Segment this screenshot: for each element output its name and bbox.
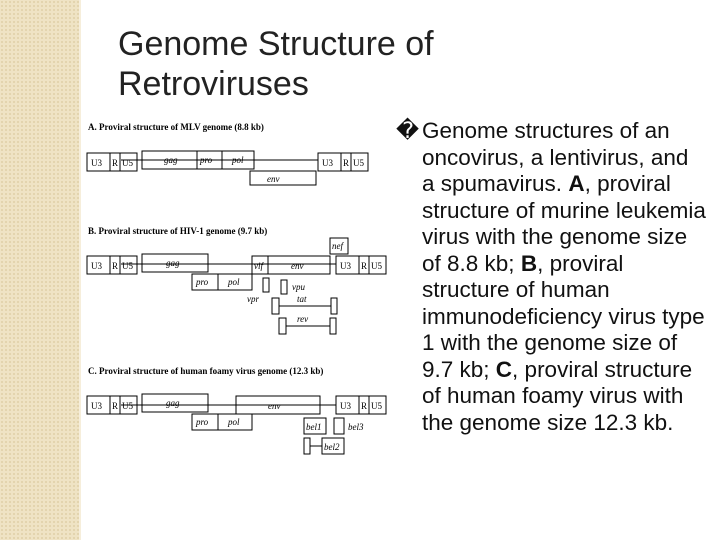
panel-c-bel3-label: bel3 xyxy=(348,422,364,432)
panel-a-right-u3: U3 xyxy=(322,158,333,168)
panel-b-tat-exon2 xyxy=(330,297,338,315)
panel-b-nef-box xyxy=(329,237,349,255)
slide-title-line-2: Retroviruses xyxy=(118,65,309,103)
panel-b-vpr-box xyxy=(262,277,270,293)
panel-a-gag-label: gag xyxy=(164,155,178,165)
body-label-a: A xyxy=(568,171,585,196)
panel-c-bel1-box xyxy=(303,417,327,435)
panel-c-right-r: R xyxy=(361,401,367,411)
body-label-c: C xyxy=(495,356,513,382)
panel-a-ltr-left xyxy=(86,152,138,172)
panel-b-vpr-label: vpr xyxy=(247,294,259,304)
panel-c-left-r: R xyxy=(112,401,118,411)
panel-b-pol-label: pol xyxy=(227,277,240,287)
panel-a-left-r: R xyxy=(112,158,118,168)
panel-a-env-box xyxy=(249,170,317,186)
panel-b-left-u3: U3 xyxy=(91,261,102,271)
body-text-part-1: Genome structures of an oncovirus, a len… xyxy=(422,118,689,196)
panel-a-left-u5: U5 xyxy=(122,158,133,168)
panel-c-bel2-exon1 xyxy=(303,437,311,455)
panel-c-left-u3: U3 xyxy=(91,401,102,411)
panel-b-right-r: R xyxy=(361,261,367,271)
body-text-part-4: , proviral structure of human foamy viru… xyxy=(422,356,693,435)
genome-structure-figure: A. Proviral structure of MLV genome (8.8… xyxy=(86,122,387,455)
panel-c-left-u5: U5 xyxy=(122,401,133,411)
panel-c-pro-label: pro xyxy=(195,417,209,427)
panel-c-caption: C. Proviral structure of human foamy vir… xyxy=(88,366,323,376)
panel-b-right-u5: U5 xyxy=(371,261,382,271)
panel-b-rev-exon1 xyxy=(278,317,287,335)
panel-c-pol-box xyxy=(217,413,253,431)
slide-body: �Genome structures of an oncovirus, a le… xyxy=(396,118,706,436)
panel-c-gag-box xyxy=(141,393,209,413)
panel-c-ltr-left xyxy=(86,395,138,415)
bullet-glyph: � xyxy=(396,118,420,143)
panel-b-vpu-box xyxy=(280,279,288,295)
panel-a-env-label: env xyxy=(267,174,280,184)
panel-b-ltr-left xyxy=(86,255,138,275)
panel-c-bel2-box xyxy=(321,437,345,455)
panel-c-bel3-box xyxy=(333,417,345,435)
panel-b-pro-label: pro xyxy=(195,277,209,287)
slide-title: Genome Structure of Retroviruses xyxy=(118,24,538,104)
panel-c-right-u5: U5 xyxy=(371,401,382,411)
panel-c-env-box xyxy=(235,395,321,415)
panel-b-rev-exon2 xyxy=(329,317,337,335)
panel-a-pro-label: pro xyxy=(199,155,213,165)
sidebar-divider xyxy=(79,0,81,540)
panel-a-pol-label: pol xyxy=(231,155,244,165)
panel-b-tat-exon1 xyxy=(271,297,280,315)
panel-c-ltr-right xyxy=(335,395,387,415)
decorative-sidebar xyxy=(0,0,79,540)
panel-b-gag-box xyxy=(141,253,209,273)
panel-c-bel1-label: bel1 xyxy=(306,422,322,432)
panel-b-env-box xyxy=(267,255,331,275)
panel-a-ltr-right xyxy=(317,152,369,172)
panel-b-vif-label: vif xyxy=(254,261,264,271)
panel-c-right-u3: U3 xyxy=(340,401,351,411)
body-text-part-3: , proviral structure of human immunodefi… xyxy=(422,250,705,382)
panel-b-tat-label: tat xyxy=(297,294,307,304)
panel-b-env-label: env xyxy=(291,261,304,271)
panel-a-left-u3: U3 xyxy=(91,158,102,168)
panel-b-caption: B. Proviral structure of HIV-1 genome (9… xyxy=(88,226,267,236)
panel-a-pol-box xyxy=(221,150,255,170)
panel-a-caption: A. Proviral structure of MLV genome (8.8… xyxy=(88,122,264,132)
panel-b-right-u3: U3 xyxy=(340,261,351,271)
panel-b-pol-box xyxy=(217,273,253,291)
panel-a-right-r: R xyxy=(343,158,349,168)
panel-b-vpu-label: vpu xyxy=(292,282,305,292)
panel-c-bel2-label: bel2 xyxy=(324,442,340,452)
panel-c-pol-label: pol xyxy=(227,417,240,427)
panel-b-left-u5: U5 xyxy=(122,261,133,271)
bullet-paragraph: �Genome structures of an oncovirus, a le… xyxy=(396,118,706,436)
slide-title-line-1: Genome Structure of xyxy=(118,25,434,63)
panel-b-left-r: R xyxy=(112,261,118,271)
panel-b-rev-label: rev xyxy=(297,314,308,324)
panel-c-gag-label: gag xyxy=(166,398,180,408)
panel-b-nef-label: nef xyxy=(332,241,344,251)
panel-a-right-u5: U5 xyxy=(353,158,364,168)
panel-b-ltr-right xyxy=(335,255,387,275)
panel-b-gag-label: gag xyxy=(166,258,180,268)
body-text-part-2: , proviral structure of murine leukemia … xyxy=(422,171,706,276)
body-label-b: B xyxy=(520,250,538,276)
panel-c-env-label: env xyxy=(268,401,281,411)
